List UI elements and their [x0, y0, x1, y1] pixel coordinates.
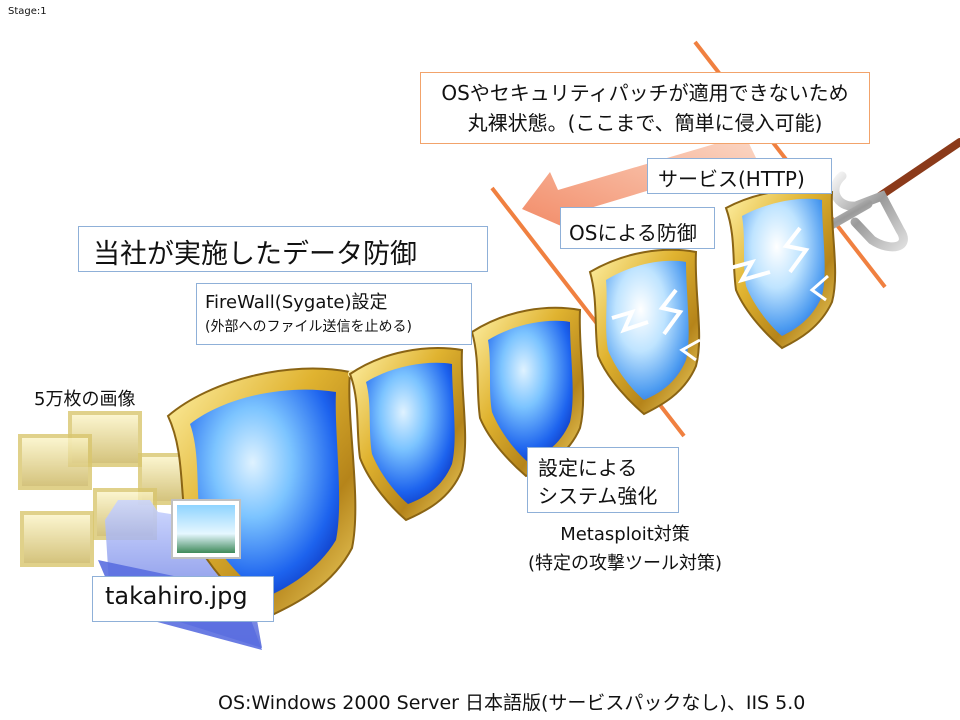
os-defense-label-box: OSによる防御 [560, 207, 715, 249]
environment-label: OS:Windows 2000 Server 日本語版(サービスパックなし)、I… [218, 692, 806, 714]
vulnerability-note: OSやセキュリティパッチが適用できないため 丸裸状態。(ここまで、簡単に侵入可能… [420, 72, 870, 144]
os-shield-broken [588, 248, 701, 416]
system-hardening-line2: システム強化 [538, 484, 658, 508]
company-defense-title: 当社が実施したデータ防御 [78, 226, 488, 272]
firewall-shield [348, 347, 467, 522]
metasploit-line1: Metasploit対策 [560, 524, 690, 545]
image-count-label: 5万枚の画像 [34, 389, 136, 410]
metasploit-line2: (特定の攻撃ツール対策) [527, 553, 723, 574]
stage-label: Stage:1 [8, 6, 47, 17]
firewall-label-line1: FireWall(Sygate)設定 [205, 292, 388, 313]
vulnerability-note-line1: OSやセキュリティパッチが適用できないため [441, 81, 849, 105]
vulnerability-note-line2: 丸裸状態。(ここまで、簡単に侵入可能) [467, 111, 823, 135]
service-shield-broken [724, 188, 837, 350]
firewall-label-line2: (外部へのファイル送信を止める) [205, 319, 412, 335]
service-label-box: サービス(HTTP) [647, 158, 832, 194]
system-hardening-label-box: 設定による システム強化 [527, 447, 679, 513]
image-stack-icon [18, 411, 202, 567]
hardening-shield [470, 306, 585, 478]
file-name-label: takahiro.jpg [92, 576, 274, 622]
firewall-label-box: FireWall(Sygate)設定 (外部へのファイル送信を止める) [196, 283, 472, 345]
system-hardening-line1: 設定による [538, 456, 638, 480]
metasploit-label: Metasploit対策 (特定の攻撃ツール対策) [480, 520, 770, 578]
photo-thumbnail [171, 499, 241, 559]
